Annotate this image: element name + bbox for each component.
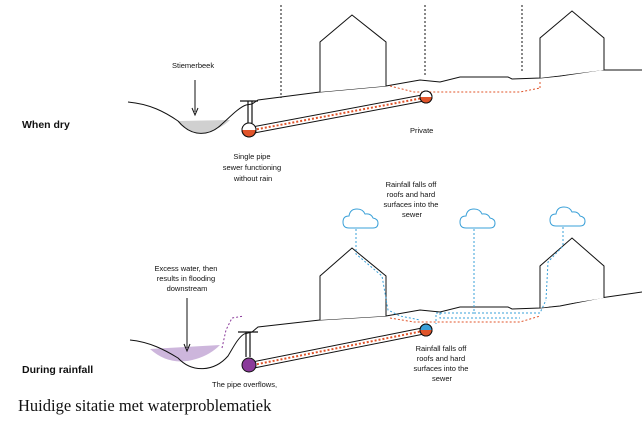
figure-caption: Huidige sitatie met waterproblematiek xyxy=(18,396,272,415)
sewer-pipe xyxy=(252,97,424,131)
roof-runoff-label: Rainfall falls off roofs and hard surfac… xyxy=(383,180,440,219)
cloud-icon xyxy=(342,208,379,229)
excess-label: Excess water, then results in flooding d… xyxy=(154,264,219,293)
house-icon xyxy=(319,14,387,92)
state-label-rain: During rainfall xyxy=(22,364,93,376)
cloud-icon xyxy=(549,206,586,227)
house-icon xyxy=(539,10,605,78)
flood-water xyxy=(150,345,220,362)
stream-bed xyxy=(127,101,247,134)
runoff-lines xyxy=(355,227,564,324)
ground-line xyxy=(245,69,642,106)
sewer-pipe xyxy=(252,330,424,366)
overflow-path xyxy=(221,315,245,349)
private-connection xyxy=(389,85,541,93)
dry-panel: Stiemerbeek When dry Private Single pipe… xyxy=(22,5,642,183)
stream-bed xyxy=(129,333,245,370)
house-icon xyxy=(539,237,605,308)
private-label: Private xyxy=(410,126,433,135)
pipe-label: Single pipe sewer functioning without ra… xyxy=(223,152,283,183)
house-icon xyxy=(319,247,387,320)
stream-label: Stiemerbeek xyxy=(172,61,214,70)
pipe-node-overflow xyxy=(241,357,257,373)
surface-runoff-label: Rainfall falls off roofs and hard surfac… xyxy=(413,344,470,383)
state-label-dry: When dry xyxy=(22,119,70,131)
ground-line xyxy=(243,291,642,335)
rain-panel: Excess water, then results in flooding d… xyxy=(22,180,642,389)
overflow-label: The pipe overflows, xyxy=(212,380,277,389)
cloud-icon xyxy=(459,208,496,229)
stream-water xyxy=(178,120,230,133)
